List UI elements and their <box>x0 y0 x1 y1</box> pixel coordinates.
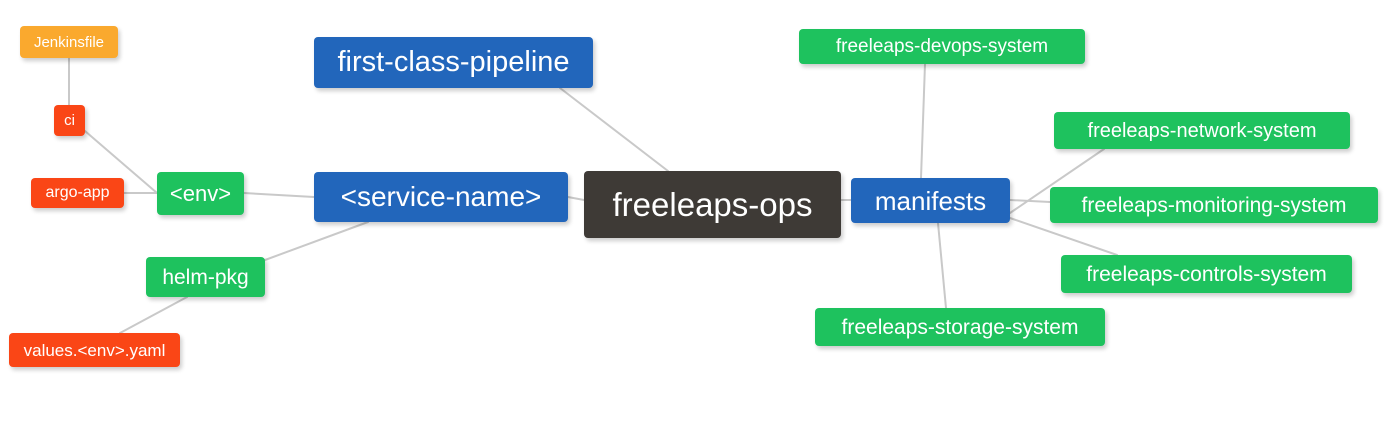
node-devops-system[interactable]: freeleaps-devops-system <box>799 29 1085 64</box>
node-label: first-class-pipeline <box>337 46 570 78</box>
node-helm-pkg[interactable]: helm-pkg <box>146 257 265 297</box>
node-values-yaml[interactable]: values.<env>.yaml <box>9 333 180 367</box>
node-label: ci <box>64 112 75 129</box>
node-label: freeleaps-ops <box>612 186 813 223</box>
edge-service-name-to-freeleaps-ops <box>567 196 585 201</box>
edge-env-to-service-name <box>243 192 315 198</box>
edge-manifests-to-monitoring-system <box>1009 199 1051 203</box>
node-first-class-pipeline[interactable]: first-class-pipeline <box>314 37 593 88</box>
node-label: freeleaps-devops-system <box>835 36 1049 57</box>
node-label: values.<env>.yaml <box>23 340 166 360</box>
node-manifests[interactable]: manifests <box>851 178 1010 223</box>
edge-manifests-to-controls-system <box>1009 217 1118 256</box>
node-ci[interactable]: ci <box>54 105 85 136</box>
node-controls-system[interactable]: freeleaps-controls-system <box>1061 255 1352 293</box>
edge-manifests-to-storage-system <box>937 222 947 309</box>
node-freeleaps-ops[interactable]: freeleaps-ops <box>584 171 841 238</box>
node-env[interactable]: <env> <box>157 172 244 215</box>
edge-manifests-to-devops-system <box>920 63 926 179</box>
node-label: freeleaps-monitoring-system <box>1081 193 1347 217</box>
node-label: <service-name> <box>340 181 542 212</box>
edge-helm-pkg-to-service-name <box>264 221 369 261</box>
node-argo-app[interactable]: argo-app <box>31 178 124 208</box>
node-jenkinsfile[interactable]: Jenkinsfile <box>20 26 118 58</box>
node-network-system[interactable]: freeleaps-network-system <box>1054 112 1350 149</box>
node-label: freeleaps-network-system <box>1087 119 1317 142</box>
node-label: helm-pkg <box>162 265 249 289</box>
edge-first-class-pipeline-to-freeleaps-ops <box>559 87 669 172</box>
node-label: freeleaps-storage-system <box>841 315 1079 339</box>
edge-values-yaml-to-helm-pkg <box>119 296 188 334</box>
node-label: Jenkinsfile <box>33 33 105 51</box>
node-label: argo-app <box>45 184 110 201</box>
node-storage-system[interactable]: freeleaps-storage-system <box>815 308 1105 346</box>
node-label: <env> <box>169 180 232 206</box>
node-monitoring-system[interactable]: freeleaps-monitoring-system <box>1050 187 1378 223</box>
node-label: manifests <box>874 185 987 216</box>
node-service-name[interactable]: <service-name> <box>314 172 568 222</box>
node-label: freeleaps-controls-system <box>1086 262 1327 286</box>
